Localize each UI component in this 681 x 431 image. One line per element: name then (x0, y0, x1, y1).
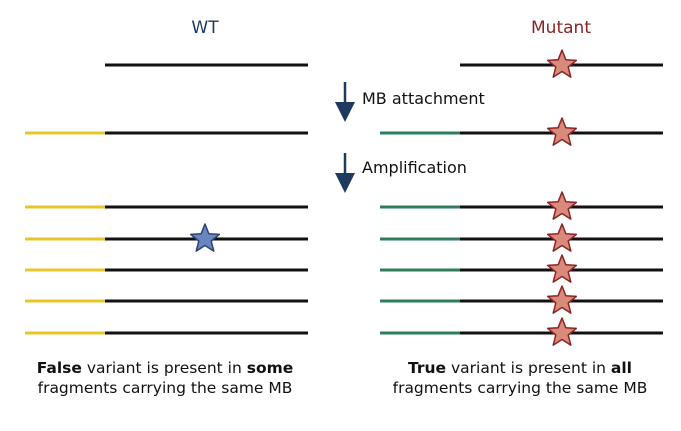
true-variant-star-icon (546, 254, 578, 283)
left-caption-line2: fragments carrying the same MB (37, 379, 293, 397)
false-variant-star-icon (189, 223, 221, 252)
right-caption-bold1: True (408, 359, 447, 377)
left-caption-bold1: False (36, 359, 82, 377)
left-caption: False variant is present in some fragmen… (0, 358, 330, 398)
true-variant-star-icon (546, 285, 578, 314)
true-variant-star-icon (546, 49, 578, 78)
true-variant-star-icon (546, 223, 578, 252)
mutant-header: Mutant (531, 18, 591, 38)
amplified-fragments (25, 191, 663, 346)
true-variant-star-icon (546, 117, 578, 146)
right-caption-bold2: all (610, 359, 632, 377)
right-caption: True variant is present in all fragments… (355, 358, 681, 398)
amplification-step-label: Amplification (362, 158, 467, 177)
wt-header: WT (191, 18, 219, 38)
right-caption-line2: fragments carrying the same MB (392, 379, 648, 397)
true-variant-star-icon (546, 117, 578, 146)
true-variant-star-icon (546, 191, 578, 220)
right-caption-mid1: variant is present in (446, 359, 611, 377)
true-variant-star-icon (546, 49, 578, 78)
left-caption-mid1: variant is present in (81, 359, 247, 377)
left-caption-bold2: some (246, 359, 294, 377)
attachment-step-label: MB attachment (362, 89, 485, 108)
true-variant-star-icon (546, 317, 578, 346)
